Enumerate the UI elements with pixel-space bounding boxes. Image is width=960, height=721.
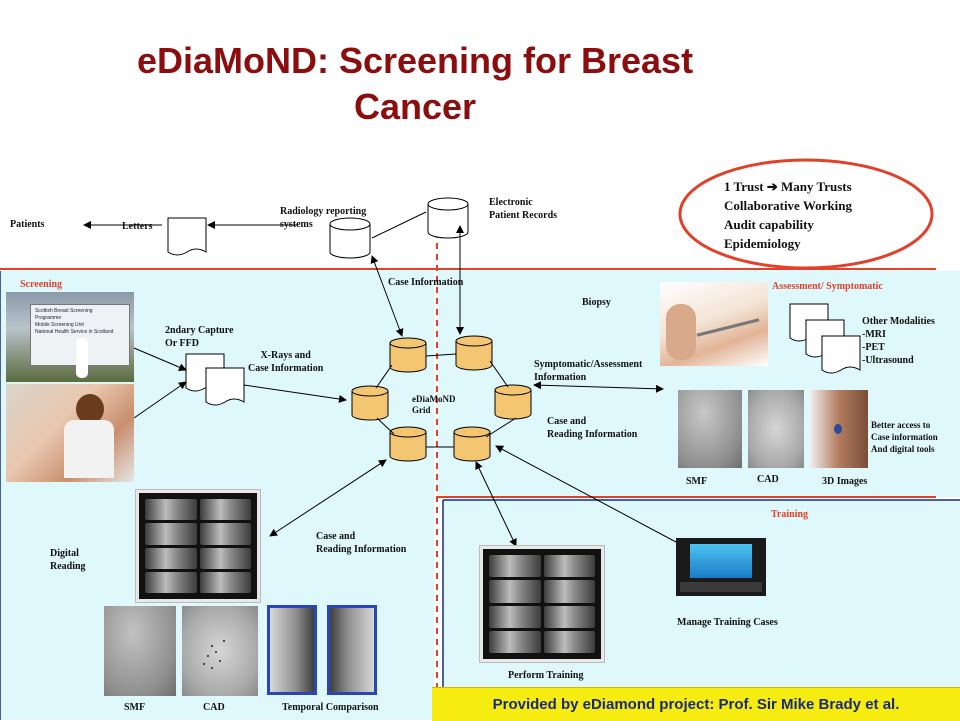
biopsy-label: Biopsy — [582, 297, 611, 308]
letters-label: Letters — [122, 221, 153, 232]
assessment-smf-image — [678, 390, 742, 468]
training-label: Training — [771, 509, 809, 520]
assessment-smf-label: SMF — [686, 476, 708, 487]
page-title: eDiaMoND: Screening for Breast Cancer — [0, 38, 830, 130]
trust-oval — [678, 158, 934, 270]
perform-training-label: Perform Training — [508, 670, 584, 681]
manage-training-label: Manage Training Cases — [677, 617, 778, 628]
better-access-label: Better access to Case information And di… — [871, 420, 938, 454]
patients-label: Patients — [10, 219, 45, 230]
mammogram-patient-photo — [6, 384, 134, 482]
title-line-1: eDiaMoND: Screening for Breast — [136, 40, 694, 81]
letters-document-icon — [167, 217, 207, 256]
modalities-documents-icon — [789, 303, 861, 374]
smf-label: SMF — [124, 702, 146, 713]
capture-label: 2ndary Capture Or FFD — [165, 325, 234, 349]
temporal-comparison-label: Temporal Comparison — [282, 702, 379, 713]
case-information-label: Case Information — [388, 277, 464, 288]
digital-reading-monitor — [136, 490, 260, 602]
screening-case-reading-label: Case and Reading Information — [316, 531, 407, 555]
patient-records-database-icon — [427, 197, 469, 239]
digital-reading-label: Digital Reading — [50, 548, 86, 572]
xrays-label: X-Rays and Case Information — [248, 350, 324, 374]
smf-image — [104, 606, 176, 696]
assessment-cad-image — [748, 390, 804, 468]
patient-records-label: Electronic Patient Records — [489, 197, 558, 221]
radiology-label: Radiology reporting systems — [280, 206, 367, 230]
capture-documents-icon — [185, 353, 245, 406]
radiology-database-icon — [329, 217, 371, 259]
3d-images-label: 3D Images — [822, 476, 868, 487]
3d-image — [810, 390, 868, 468]
biopsy-image — [660, 282, 768, 366]
title-line-2: Cancer — [353, 86, 477, 127]
other-modalities-label: Other Modalities -MRI -PET -Ultrasound — [862, 316, 935, 366]
assessment-case-reading-label: Case and Reading Information — [547, 416, 638, 440]
assessment-cad-label: CAD — [757, 474, 779, 485]
trust-oval-text: 1 Trust ➔ Many Trusts Collaborative Work… — [724, 179, 852, 251]
cad-label: CAD — [203, 702, 225, 713]
grid-databases — [351, 335, 532, 462]
symptomatic-label: Symptomatic/Assessment Information — [534, 359, 643, 383]
assessment-label: Assessment/ Symptomatic — [772, 281, 883, 292]
cad-markers — [203, 640, 225, 669]
temporal-image-2 — [327, 605, 377, 695]
cad-image — [182, 606, 258, 696]
temporal-image-1 — [267, 605, 317, 695]
screening-label: Screening — [20, 279, 63, 290]
grid-label: eDiaMoND Grid — [412, 394, 456, 415]
screening-van-photo: Scottish Breast Screening Programme Mobi… — [6, 292, 134, 382]
training-computer-photo — [676, 538, 766, 596]
training-monitor — [480, 546, 604, 662]
credit-banner: Provided by eDiamond project: Prof. Sir … — [432, 687, 960, 721]
